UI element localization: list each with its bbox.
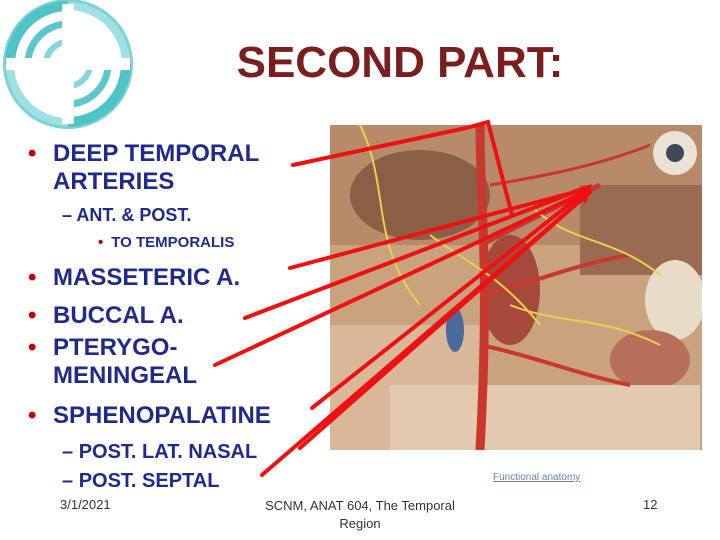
bullet-sphenopalatine-text: SPHENOPALATINE bbox=[53, 402, 271, 429]
bullet-masseteric: •MASSETERIC A. bbox=[28, 264, 241, 291]
bullet-pterygomeningeal-line1: PTERYGO- bbox=[53, 334, 178, 361]
bullet-post-septal: – POST. SEPTAL bbox=[62, 470, 220, 492]
bullet-post-lat-nasal-text: POST. LAT. NASAL bbox=[78, 441, 258, 463]
bullet-post-septal-text: POST. SEPTAL bbox=[78, 470, 220, 492]
bullet-pterygomeningeal-line2: MENINGEAL bbox=[53, 362, 197, 389]
bullet-deep-temporal: •DEEP TEMPORAL ARTERIES bbox=[28, 140, 259, 195]
bullet-pterygomeningeal: •PTERYGO- MENINGEAL bbox=[28, 334, 197, 389]
institution-logo bbox=[3, 0, 133, 129]
figure-credit: Functional anatomy bbox=[493, 472, 581, 483]
bullet-buccal: •BUCCAL A. bbox=[28, 302, 184, 329]
footer-course: SCNM, ANAT 604, The Temporal Region bbox=[265, 498, 455, 531]
footer-date: 3/1/2021 bbox=[60, 497, 111, 512]
bullet-to-temporalis-text: TO TEMPORALIS bbox=[111, 234, 235, 251]
slide-title: SECOND PART: bbox=[236, 38, 564, 87]
bullet-buccal-text: BUCCAL A. bbox=[53, 302, 184, 329]
bullet-ant-post: – ANT. & POST. bbox=[62, 205, 192, 225]
bullet-post-lat-nasal: – POST. LAT. NASAL bbox=[62, 441, 258, 463]
bullet-masseteric-text: MASSETERIC A. bbox=[53, 264, 241, 291]
bullet-deep-temporal-text: DEEP TEMPORAL ARTERIES bbox=[53, 140, 259, 195]
bullet-ant-post-text: ANT. & POST. bbox=[76, 205, 192, 225]
bullet-sphenopalatine: •SPHENOPALATINE bbox=[28, 402, 271, 429]
anatomy-illustration bbox=[330, 125, 702, 450]
footer-page-number: 12 bbox=[643, 497, 658, 512]
bullet-to-temporalis: •TO TEMPORALIS bbox=[98, 234, 235, 251]
